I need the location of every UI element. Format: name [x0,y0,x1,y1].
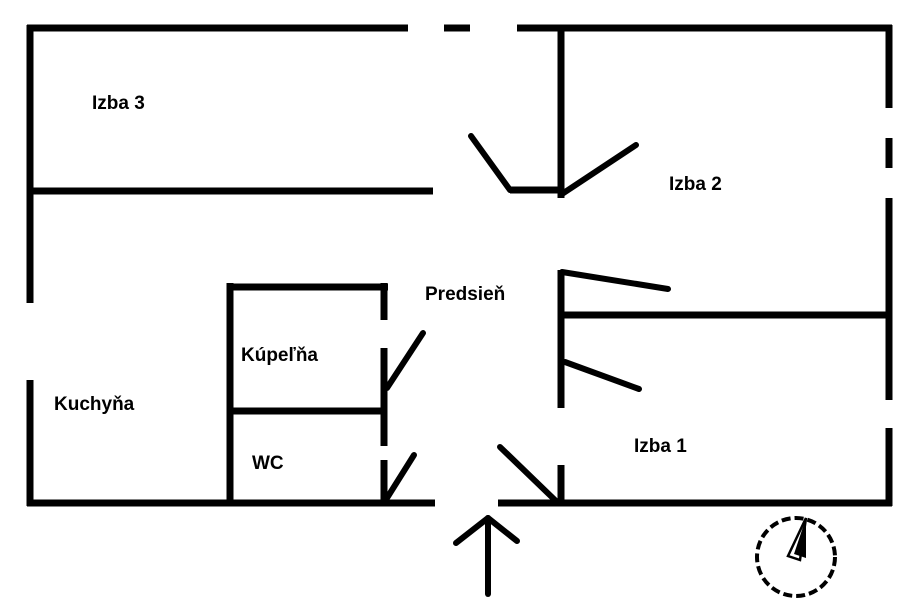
door-wc [384,452,417,501]
door-izba2-lower [559,269,671,292]
label-kupelna: Kúpeľňa [241,345,318,366]
door-izba2 [559,142,639,197]
door-izba1 [562,359,642,392]
label-wc: WC [252,453,284,474]
up-arrow-icon [453,515,520,597]
label-izba2: Izba 2 [669,174,722,195]
label-kuchyna: Kuchyňa [54,394,135,415]
label-izba1: Izba 1 [634,436,687,457]
outer-walls [26,24,893,507]
compass-icon [755,516,837,598]
door-izba3 [468,133,513,193]
door-swings [384,133,671,505]
door-entrance [497,444,560,505]
label-izba3: Izba 3 [92,93,145,114]
interior-walls [30,28,892,506]
door-kupelna [384,330,426,391]
label-predsien: Predsieň [425,284,505,305]
